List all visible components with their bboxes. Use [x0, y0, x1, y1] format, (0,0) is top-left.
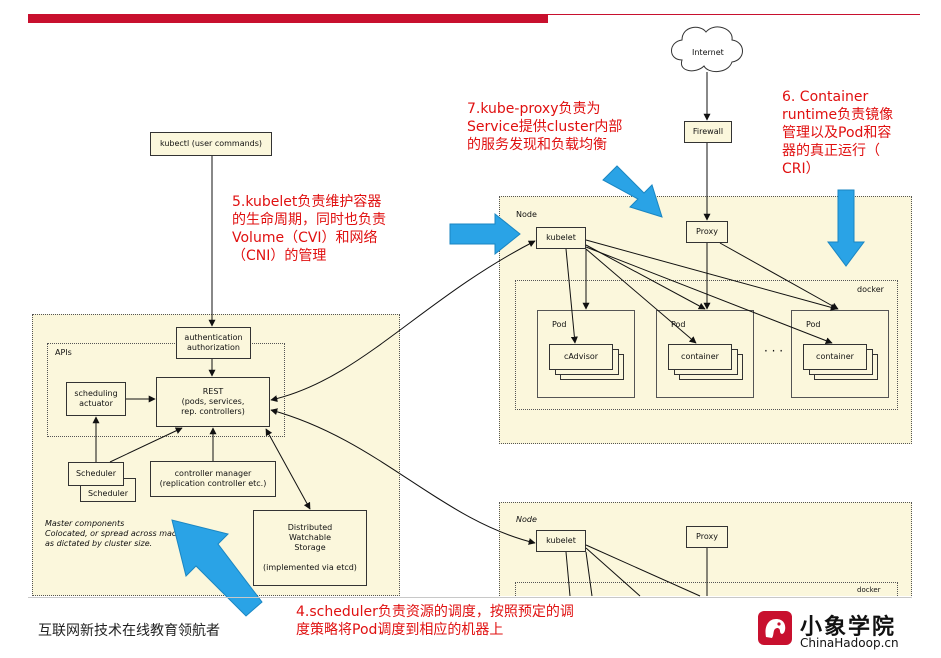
annotation-container-runtime: 6. Container runtime负责镜像 管理以及Pod和容 器的真正运…: [782, 89, 894, 177]
blue-arrow-scheduler: [171, 519, 263, 617]
edge-kubelet-container2: [585, 248, 697, 344]
pod-ellipsis: · · ·: [764, 344, 784, 358]
auth-box: authentication authorization: [176, 327, 251, 359]
blue-arrow-docker: [827, 189, 865, 267]
pod1-container: cAdvisor: [549, 344, 613, 370]
edge-proxy-pod3: [719, 242, 839, 310]
pod2-label: Pod: [671, 320, 686, 329]
rest-box: REST (pods, services, rep. controllers): [156, 377, 270, 427]
footer-slogan: 互联网新技术在线教育领航者: [38, 623, 220, 639]
edge-kubelet-pod3: [585, 239, 838, 311]
blue-arrow-proxy: [602, 165, 663, 218]
node2-docker-label: docker: [857, 586, 881, 594]
header-red-line: [548, 14, 920, 15]
logo-english-name: ChinaHadoop.cn: [800, 636, 899, 650]
apis-label: APIs: [55, 348, 72, 357]
logo-chinese-name: 小象学院: [800, 615, 897, 640]
edge-node2-kubelet-down-1: [565, 551, 571, 597]
edge-rest-node2-kubelet: [270, 408, 536, 545]
scheduling-actuator-box: scheduling actuator: [66, 382, 126, 416]
footer-divider: [28, 597, 912, 598]
elephant-logo-icon: [758, 611, 792, 645]
pod1-label: Pod: [552, 320, 567, 329]
firewall-box: Firewall: [684, 121, 732, 143]
node1-label: Node: [516, 210, 537, 219]
annotation-kubelet: 5.kubelet负责维护容器 的生命周期，同时也负责 Volume（CVI）和…: [232, 194, 386, 264]
blue-arrow-kubelet: [449, 212, 521, 256]
scheduler-front-box: Scheduler: [68, 462, 124, 486]
edge-node2-kubelet-down-3: [585, 547, 641, 597]
internet-cloud-icon: [671, 26, 743, 72]
edge-storage-rest: [265, 428, 311, 510]
node1-docker-label: docker: [857, 285, 884, 294]
edge-kubelet-cadvisor: [565, 248, 578, 344]
node2-proxy-box: Proxy: [686, 526, 728, 548]
node1-proxy-box: Proxy: [686, 221, 728, 243]
edge-scheduler-rest: [109, 427, 183, 463]
kubectl-box: kubectl (user commands): [150, 132, 272, 156]
internet-label: Internet: [692, 48, 724, 57]
pod2-container: container: [668, 344, 732, 370]
header-red-bar: [28, 14, 548, 23]
pod3-container: container: [803, 344, 867, 370]
annotation-kube-proxy: 7.kube-proxy负责为 Service提供cluster内部 的服务发现…: [467, 101, 623, 153]
node2-kubelet-box: kubelet: [536, 530, 586, 552]
edge-kubelet-pod2: [585, 244, 706, 310]
controller-manager-box: controller manager (replication controll…: [150, 461, 276, 497]
annotation-scheduler: 4.scheduler负责资源的调度，按照预定的调 度策略将Pod调度到相应的机…: [296, 604, 574, 638]
node1-kubelet-box: kubelet: [536, 227, 586, 249]
pod3-label: Pod: [806, 320, 821, 329]
edge-node2-kubelet-down-2: [585, 551, 593, 597]
edge-node2-kubelet-down-4: [585, 544, 701, 597]
edge-kubelet-container3: [585, 246, 833, 344]
edge-rest-node1-kubelet: [270, 240, 536, 403]
